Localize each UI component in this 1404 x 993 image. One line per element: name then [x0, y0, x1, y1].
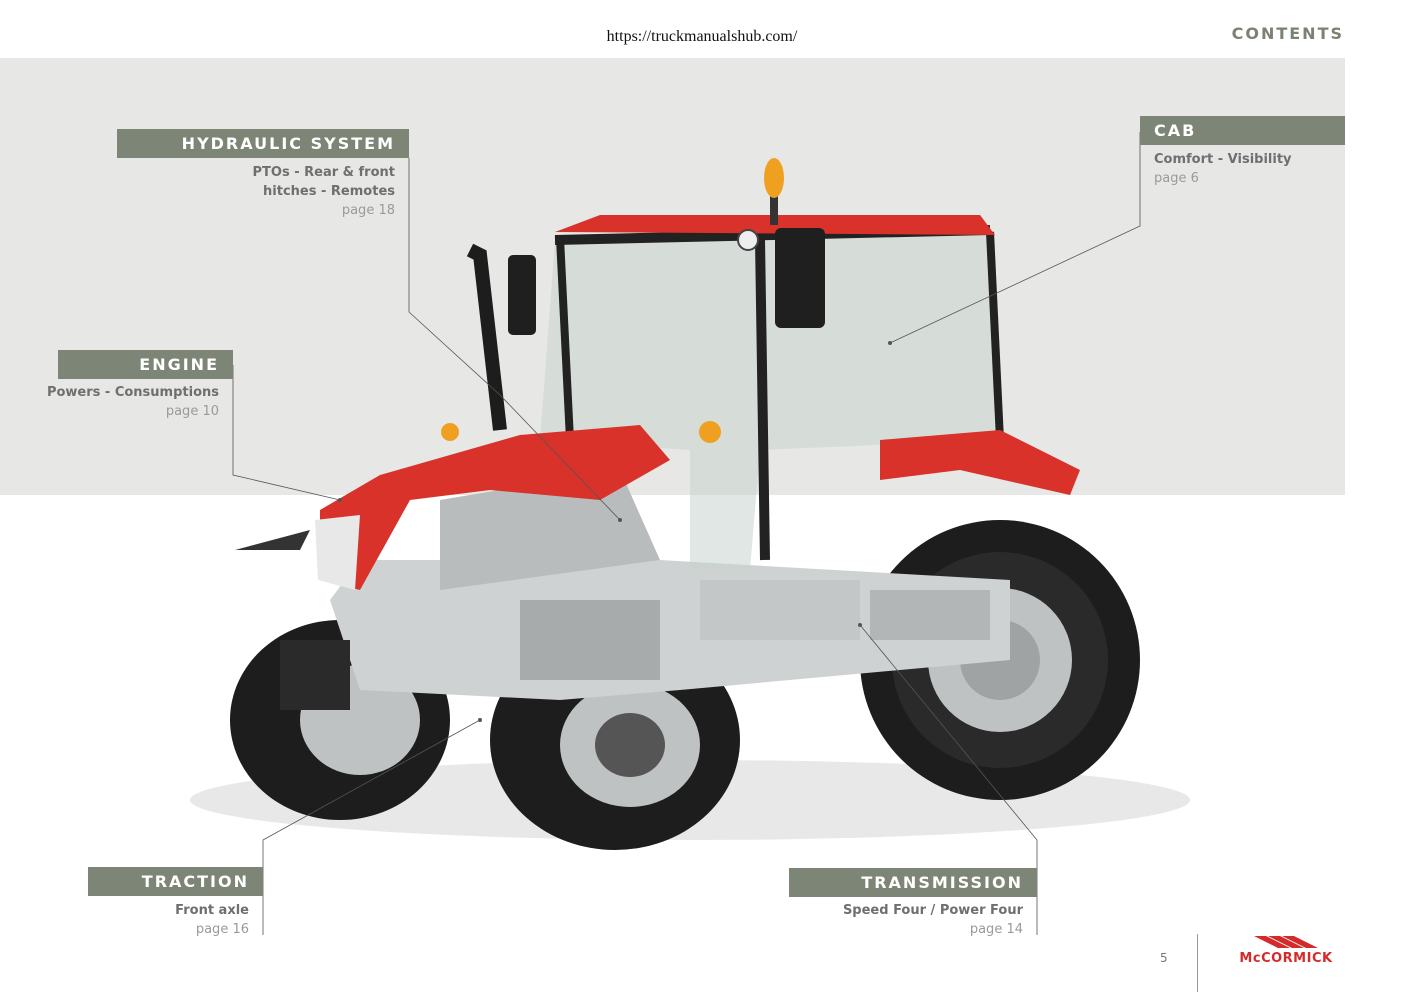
beacon-light — [764, 158, 784, 225]
cab-desc: Comfort - Visibility — [1154, 152, 1292, 167]
indicator-light-right — [699, 421, 721, 443]
brand-name: McCORMICK — [1239, 951, 1333, 966]
cab-page-ref[interactable]: page 6 — [1154, 171, 1199, 186]
section-title-cab[interactable]: CAB — [1140, 116, 1345, 145]
engine-page-ref[interactable]: page 10 — [165, 404, 219, 419]
section-title-hydraulic[interactable]: HYDRAULIC SYSTEM — [117, 129, 409, 158]
indicator-light-left — [441, 423, 459, 441]
traction-desc: Front axle — [175, 903, 249, 918]
front-fin — [235, 530, 310, 550]
section-info-engine: Powers - Consumptions page 10 — [40, 383, 219, 421]
section-info-hydraulic: PTOs - Rear & front hitches - Remotes pa… — [117, 163, 396, 220]
section-info-transmission: Speed Four / Power Four page 14 — [789, 901, 1023, 939]
page-number: 5 — [1160, 951, 1168, 965]
transmission-desc: Speed Four / Power Four — [842, 903, 1023, 918]
source-url[interactable]: https://truckmanualshub.com/ — [606, 28, 798, 45]
section-info-traction: Front axle page 16 — [88, 901, 249, 939]
section-title-transmission[interactable]: TRANSMISSION — [789, 868, 1037, 897]
hydraulic-page-ref[interactable]: page 18 — [341, 203, 395, 218]
front-weight — [280, 640, 350, 710]
hydraulic-desc-line2: hitches - Remotes — [263, 184, 395, 199]
hydraulic-desc-line1: PTOs - Rear & front — [252, 165, 396, 180]
section-title-engine[interactable]: ENGINE — [58, 350, 233, 379]
traction-page-ref[interactable]: page 16 — [195, 922, 249, 937]
contents-link[interactable]: CONTENTS — [1231, 24, 1344, 43]
footer-divider — [1197, 934, 1198, 992]
engine-desc: Powers - Consumptions — [46, 385, 219, 400]
transmission-page-ref[interactable]: page 14 — [969, 922, 1023, 937]
mccormick-logo-icon — [1254, 936, 1318, 948]
section-title-traction[interactable]: TRACTION — [88, 867, 263, 896]
exhaust-pipe — [466, 243, 507, 431]
section-info-cab: Comfort - Visibility page 6 — [1154, 150, 1344, 188]
engine-block — [330, 470, 1010, 700]
